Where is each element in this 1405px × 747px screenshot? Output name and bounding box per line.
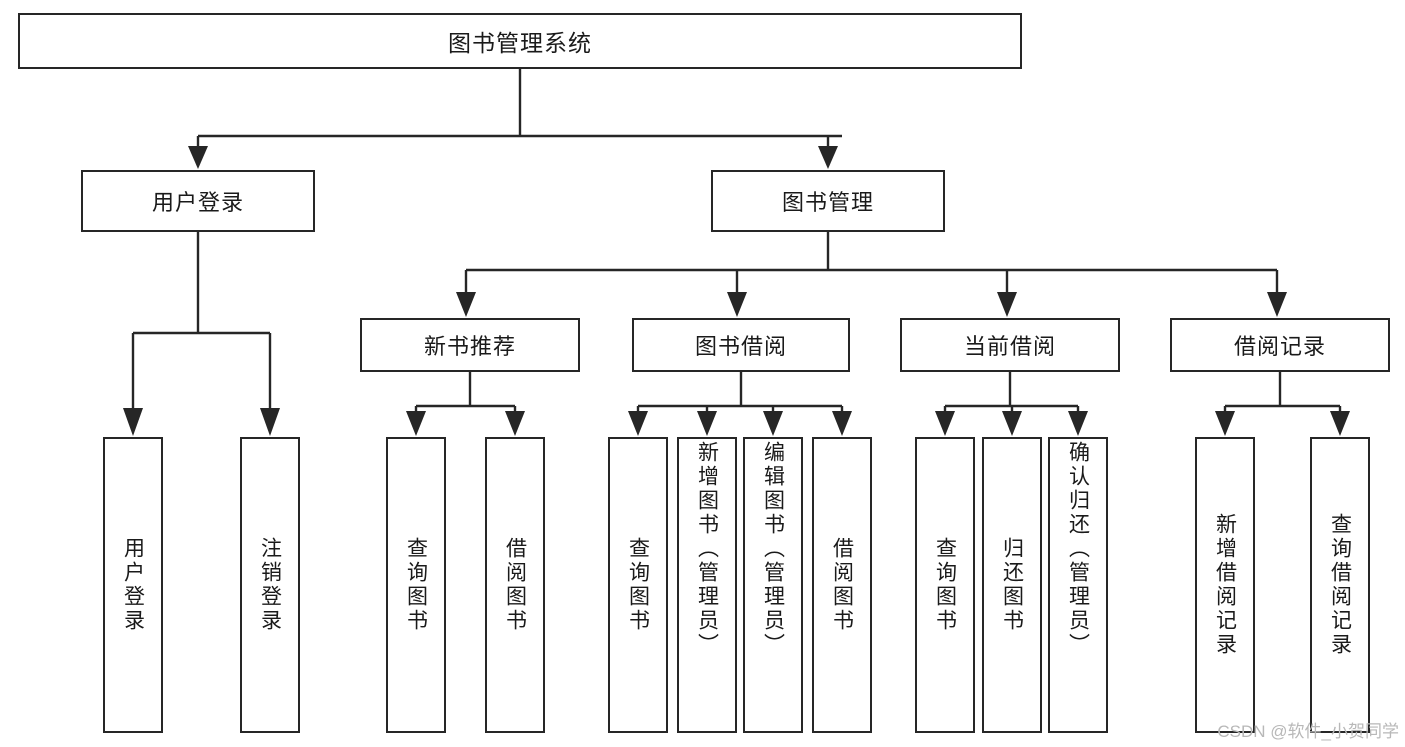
leaf-node[interactable]: 新增图书（管理员） — [677, 437, 737, 733]
leaf-node-label: 用户登录 — [121, 537, 145, 633]
leaf-node[interactable]: 查询图书 — [915, 437, 975, 733]
leaf-node[interactable]: 注销登录 — [240, 437, 300, 733]
leaf-node[interactable]: 借阅图书 — [812, 437, 872, 733]
node-current-borrow-label: 当前借阅 — [963, 334, 1056, 359]
leaf-node-label: 新增借阅记录 — [1213, 513, 1237, 657]
node-user-login-label: 用户登录 — [151, 190, 244, 215]
node-book-management[interactable]: 图书管理 — [711, 170, 945, 232]
connector-bookmgmt-to-level3 — [456, 232, 1287, 317]
leaf-node[interactable]: 用户登录 — [103, 437, 163, 733]
leaf-node[interactable]: 新增借阅记录 — [1195, 437, 1255, 733]
node-book-borrow[interactable]: 图书借阅 — [632, 318, 850, 372]
connector-root-to-level2 — [188, 69, 842, 169]
watermark-text: CSDN @软件_小贺同学 — [1217, 722, 1399, 741]
leaf-node-label: 查询图书 — [626, 537, 650, 633]
leaf-node-label: 确认归还（管理员） — [1066, 441, 1090, 657]
node-root-label: 图书管理系统 — [448, 30, 592, 56]
leaf-node-label: 查询借阅记录 — [1328, 513, 1352, 657]
node-borrow-records-label: 借阅记录 — [1233, 334, 1326, 359]
leaf-node-label: 查询图书 — [404, 537, 428, 633]
leaf-node[interactable]: 查询图书 — [608, 437, 668, 733]
leaf-node-label: 归还图书 — [1000, 537, 1024, 633]
leaf-node[interactable]: 确认归还（管理员） — [1048, 437, 1108, 733]
node-book-management-label: 图书管理 — [781, 190, 874, 215]
leaf-node-label: 编辑图书（管理员） — [761, 441, 785, 657]
leaf-node-label: 借阅图书 — [830, 537, 854, 633]
leaf-node[interactable]: 编辑图书（管理员） — [743, 437, 803, 733]
connector-records-to-leaves — [1215, 372, 1350, 436]
node-book-borrow-label: 图书借阅 — [694, 334, 787, 359]
leaf-node-label: 注销登录 — [258, 537, 282, 633]
leaf-node[interactable]: 借阅图书 — [485, 437, 545, 733]
leaf-node-label: 新增图书（管理员） — [695, 441, 719, 657]
leaf-node[interactable]: 查询借阅记录 — [1310, 437, 1370, 733]
connector-userlogin-to-leaves — [123, 232, 280, 436]
node-current-borrow[interactable]: 当前借阅 — [900, 318, 1120, 372]
leaf-node[interactable]: 归还图书 — [982, 437, 1042, 733]
node-borrow-records[interactable]: 借阅记录 — [1170, 318, 1390, 372]
node-new-book-recommend-label: 新书推荐 — [423, 334, 516, 359]
leaf-node-label: 借阅图书 — [503, 537, 527, 633]
connector-newbook-to-leaves — [406, 372, 525, 436]
node-new-book-recommend[interactable]: 新书推荐 — [360, 318, 580, 372]
node-user-login[interactable]: 用户登录 — [81, 170, 315, 232]
connector-current-to-leaves — [935, 372, 1088, 436]
leaf-node[interactable]: 查询图书 — [386, 437, 446, 733]
connector-borrow-to-leaves — [628, 372, 852, 436]
leaf-node-label: 查询图书 — [933, 537, 957, 633]
node-root-system[interactable]: 图书管理系统 — [18, 13, 1022, 69]
